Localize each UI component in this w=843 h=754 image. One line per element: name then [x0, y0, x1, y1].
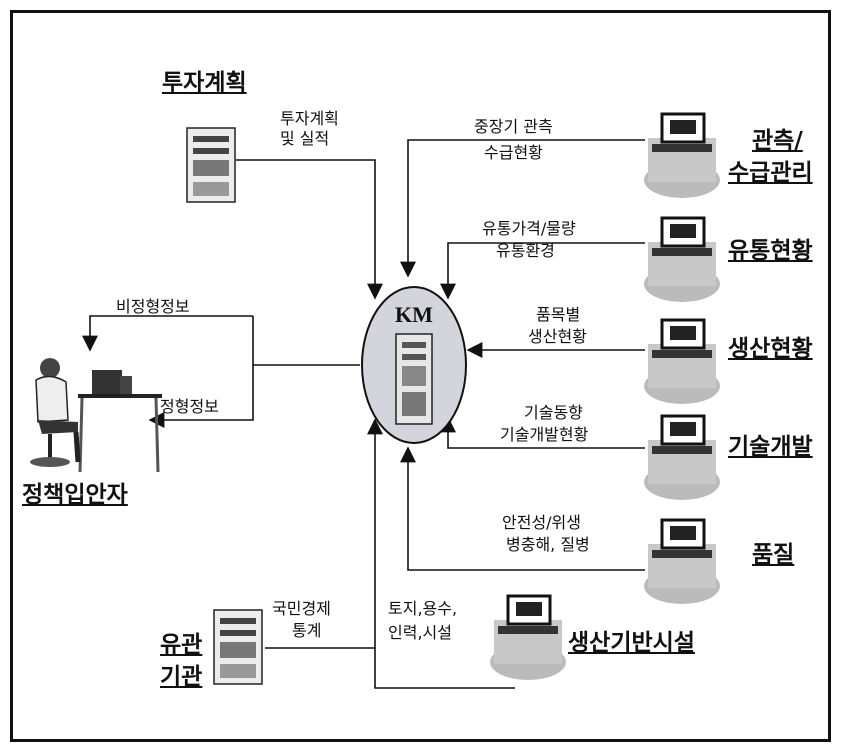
- quality-flow-line2: 병충해, 질병: [506, 535, 590, 554]
- agency-flow-line1: 국민경제: [272, 599, 331, 618]
- production-flow-line2: 생산현황: [528, 327, 587, 346]
- supply-flow-line1: 중장기 관측: [474, 117, 553, 136]
- quality-pc-icon: [644, 518, 720, 604]
- policy-unstructured-label: 비정형정보: [116, 297, 190, 316]
- infra-flow-line1: 토지,용수,: [388, 599, 458, 618]
- tech-flow-line2: 기술개발현황: [500, 425, 589, 444]
- infra-title: 생산기반시설: [568, 630, 695, 656]
- production-pc-icon: [644, 318, 720, 404]
- policy-maker-person-icon: [30, 358, 162, 473]
- distribution-pc-icon: [644, 216, 720, 302]
- investment-flow-line2: 및 실적: [280, 129, 330, 148]
- tech-flow-line1: 기술동향: [524, 403, 583, 422]
- km-node: KM: [361, 286, 467, 444]
- tech-title: 기술개발: [728, 434, 813, 460]
- investment-flow-line1: 투자계획: [280, 109, 339, 128]
- supply-pc-icon: [644, 112, 720, 198]
- supply-title-line2: 수급관리: [728, 160, 813, 186]
- agency-flow-line2: 통계: [292, 621, 322, 640]
- supply-flow-line2: 수급현황: [484, 143, 543, 162]
- quality-flow-line1: 안전성/위생: [502, 513, 581, 532]
- production-flow-line1: 품목별: [536, 305, 581, 324]
- distribution-flow-line1: 유통가격/물량: [482, 219, 576, 238]
- policy-title: 정책입안자: [22, 482, 128, 508]
- supply-title-line1: 관측/: [752, 128, 803, 154]
- agency-title-line2: 기관: [160, 664, 203, 690]
- investment-title: 투자계획: [162, 70, 247, 96]
- distribution-title: 유통현황: [728, 238, 813, 264]
- infra-flow-line2: 인력,시설: [388, 623, 452, 642]
- agency-title-line1: 유관: [160, 632, 203, 658]
- distribution-flow-line2: 유통환경: [496, 241, 555, 260]
- agency-server-icon: [213, 609, 263, 685]
- tech-pc-icon: [644, 414, 720, 500]
- diagram-frame: [10, 10, 831, 742]
- production-title: 생산현황: [728, 336, 813, 362]
- km-label: KM: [395, 302, 433, 327]
- investment-server-icon: [186, 127, 236, 203]
- infra-pc-icon: [490, 594, 566, 680]
- quality-title: 품질: [752, 542, 795, 568]
- policy-structured-label: 정형정보: [160, 397, 219, 416]
